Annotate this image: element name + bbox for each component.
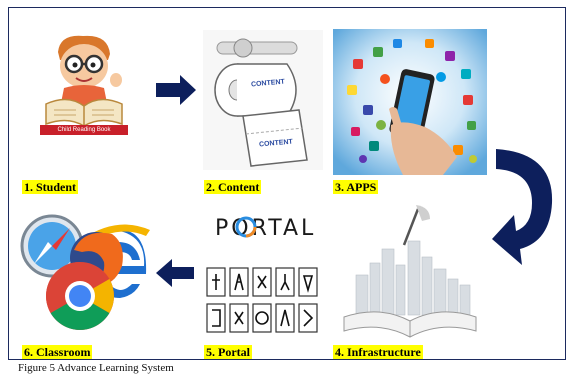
step-label-portal: 5. Portal bbox=[204, 345, 252, 359]
step-label-infrastructure: 4. Infrastructure bbox=[333, 345, 423, 359]
step-label-student: 1. Student bbox=[22, 180, 79, 194]
diagram-frame bbox=[8, 7, 566, 360]
apps-illustration bbox=[333, 29, 487, 175]
step-label-content: 2. Content bbox=[204, 180, 262, 194]
arrow-right-icon bbox=[156, 75, 196, 105]
infrastructure-illustration bbox=[334, 205, 486, 343]
figure-caption: Figure 5 Advance Learning System bbox=[18, 362, 174, 374]
arrow-left-icon bbox=[156, 259, 194, 287]
student-illustration: Child Reading Book bbox=[28, 30, 138, 142]
step-label-apps: 3. APPS bbox=[333, 180, 379, 194]
portal-illustration: PORTAL bbox=[205, 210, 323, 344]
curved-arrow-icon bbox=[492, 145, 562, 265]
content-illustration: CONTENT CONTENT bbox=[203, 30, 323, 170]
portal-wordmark: PORTAL bbox=[215, 216, 317, 241]
step-label-classroom: 6. Classroom bbox=[22, 345, 93, 359]
book-caption: Child Reading Book bbox=[57, 127, 111, 133]
classroom-illustration bbox=[14, 204, 154, 344]
